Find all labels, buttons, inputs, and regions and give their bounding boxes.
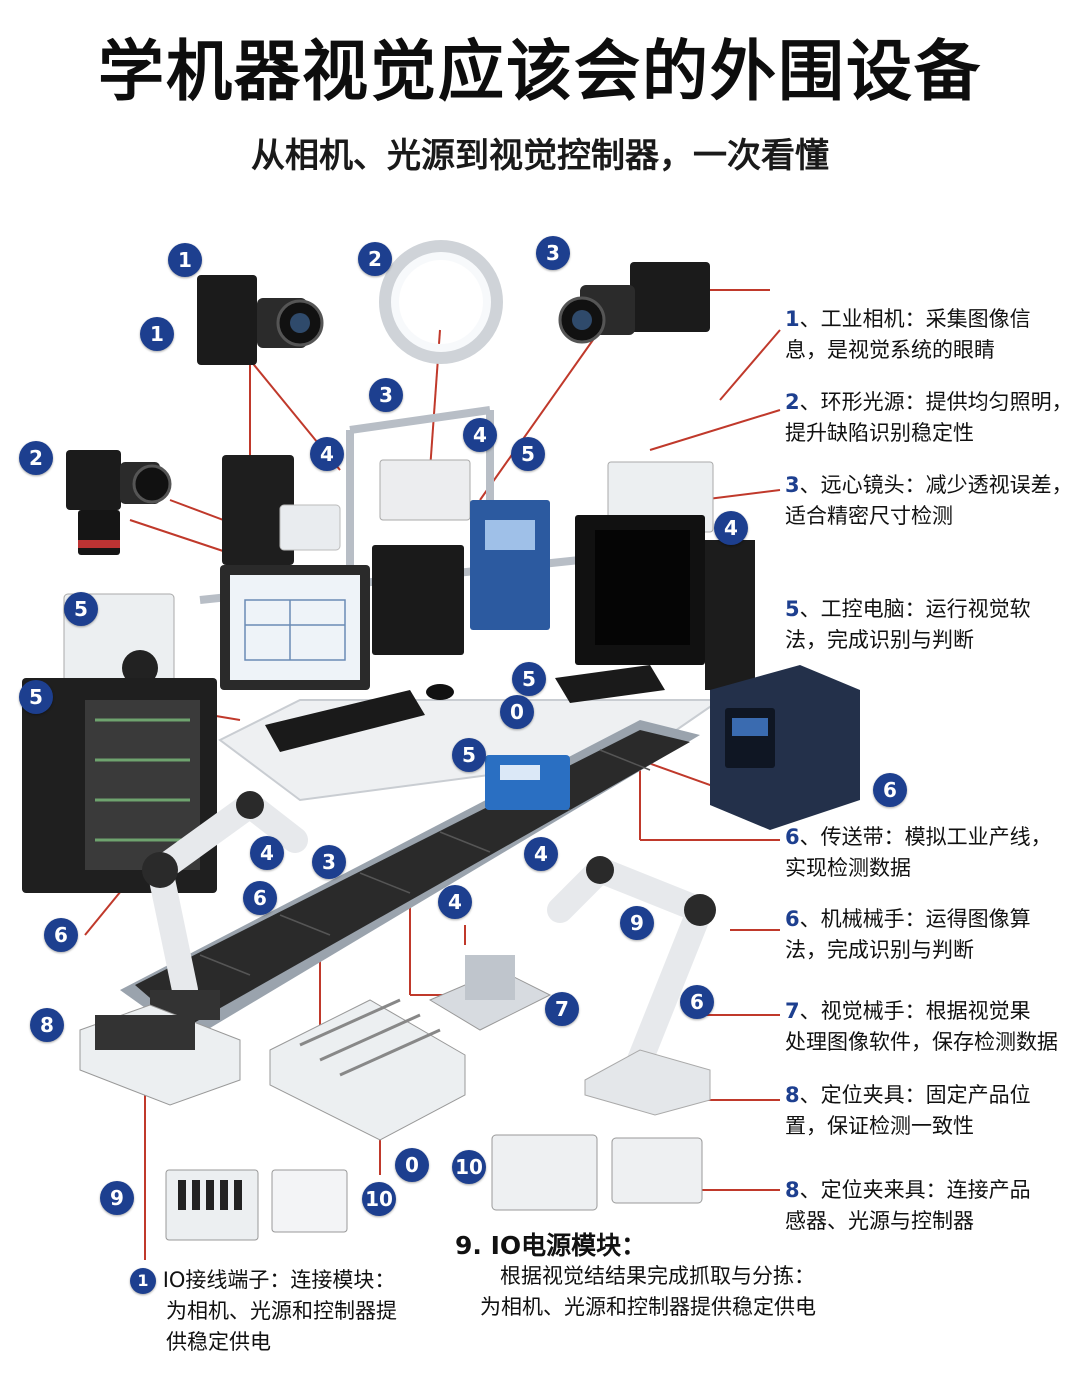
badge: 3 xyxy=(312,845,346,879)
badge: 3 xyxy=(369,378,403,412)
description-conveyor: 6、传送带：模拟工业产线， 实现检测数据 xyxy=(785,825,1052,880)
power-module-small xyxy=(271,1169,348,1233)
description-ring-light: 2、环形光源：提供均匀照明， 提升缺陷识别稳定性 xyxy=(785,390,1073,445)
badge: 1 xyxy=(140,317,174,351)
description-camera: 1、工业相机：采集图像信 息，是视觉系统的眼睛 xyxy=(785,307,1031,362)
robot-arm-right-base xyxy=(584,856,716,1116)
badge: 4 xyxy=(714,511,748,545)
badge: 4 xyxy=(438,885,472,919)
badge: 2 xyxy=(19,441,53,475)
description-telecentric-lens: 3、远心镜头：减少透视误差， 适合精密尺寸检测 xyxy=(785,473,1073,528)
io-terminal-rack xyxy=(269,998,466,1141)
io-module-frame xyxy=(379,459,550,630)
monitor-left xyxy=(220,565,370,690)
conveyor-belt xyxy=(120,720,700,1040)
badge: 3 xyxy=(536,236,570,270)
badge: 0 xyxy=(500,695,534,729)
io-power-line-1: 根据视觉结结果完成抓取与分拣： xyxy=(500,1264,815,1288)
badge: 10 xyxy=(452,1150,486,1184)
badge: 5 xyxy=(512,662,546,696)
io-power-heading: 9. IO电源模块： xyxy=(455,1231,647,1260)
robot-arm-right xyxy=(547,857,713,1073)
badge: 6 xyxy=(44,918,78,952)
positioning-fixture xyxy=(428,955,552,1031)
ring-light xyxy=(379,240,503,364)
badge: 5 xyxy=(64,592,98,626)
badge: 4 xyxy=(310,437,344,471)
badge: 2 xyxy=(358,242,392,276)
badge: 1 xyxy=(130,1268,156,1294)
badge: 8 xyxy=(30,1008,64,1042)
monitor-center xyxy=(372,545,464,655)
description-vision-arm: 7、视觉械手：根据视觉果 处理图像软件，保存检测数据 xyxy=(785,999,1058,1054)
telecentric-camera-top-right xyxy=(558,262,710,344)
camera-mount xyxy=(222,455,341,565)
badge: 9 xyxy=(100,1181,134,1215)
badge: 4 xyxy=(250,836,284,870)
description-fixture-connector: 8、定位夹来具：连接产品 感器、光源与控制器 xyxy=(785,1178,1031,1233)
industrial-camera-top-left xyxy=(197,275,324,365)
badge: 6 xyxy=(680,985,714,1019)
badge: 4 xyxy=(463,418,497,452)
io-power-description: 9. IO电源模块： 根据视觉结结果完成抓取与分拣： 为相机、光源和控制器提供稳… xyxy=(455,1230,816,1323)
description-industrial-pc: 5、工控电脑：运行视觉软 法，完成识别与判断 xyxy=(785,597,1031,652)
page-subtitle: 从相机、光源到视觉控制器，一次看懂 xyxy=(251,136,829,176)
industrial-pc xyxy=(575,515,755,690)
keyboards xyxy=(265,665,665,752)
industrial-camera-left xyxy=(66,450,172,555)
description-robot-arm: 6、机械械手：运得图像算 法，完成识别与判断 xyxy=(785,907,1031,962)
badge: 1 xyxy=(168,243,202,277)
conveyor-end-left xyxy=(79,1004,241,1106)
page-title: 学机器视觉应该会的外围设备 xyxy=(98,33,982,110)
badge: 4 xyxy=(524,837,558,871)
power-module-mid xyxy=(491,1134,598,1211)
badge: 9 xyxy=(620,906,654,940)
badge: 7 xyxy=(545,992,579,1026)
power-module-right xyxy=(611,1137,703,1204)
io-power-line-2: 为相机、光源和控制器提供稳定供电 xyxy=(480,1295,816,1319)
badge: 6 xyxy=(243,881,277,915)
power-box-right xyxy=(710,665,860,830)
badge: 5 xyxy=(511,437,545,471)
description-fixture: 8、定位夹具：固定产品位 置，保证检测一致性 xyxy=(785,1083,1031,1138)
badge: 6 xyxy=(873,773,907,807)
badge: 5 xyxy=(19,680,53,714)
badge: 0 xyxy=(395,1148,429,1182)
io-terminal-description: 1 IO接线端子：连接模块： 为相机、光源和控制器提 供稳定供电 xyxy=(130,1265,397,1358)
io-terminal-block xyxy=(165,1169,259,1241)
badge: 5 xyxy=(452,738,486,772)
badge: 10 xyxy=(362,1182,396,1216)
